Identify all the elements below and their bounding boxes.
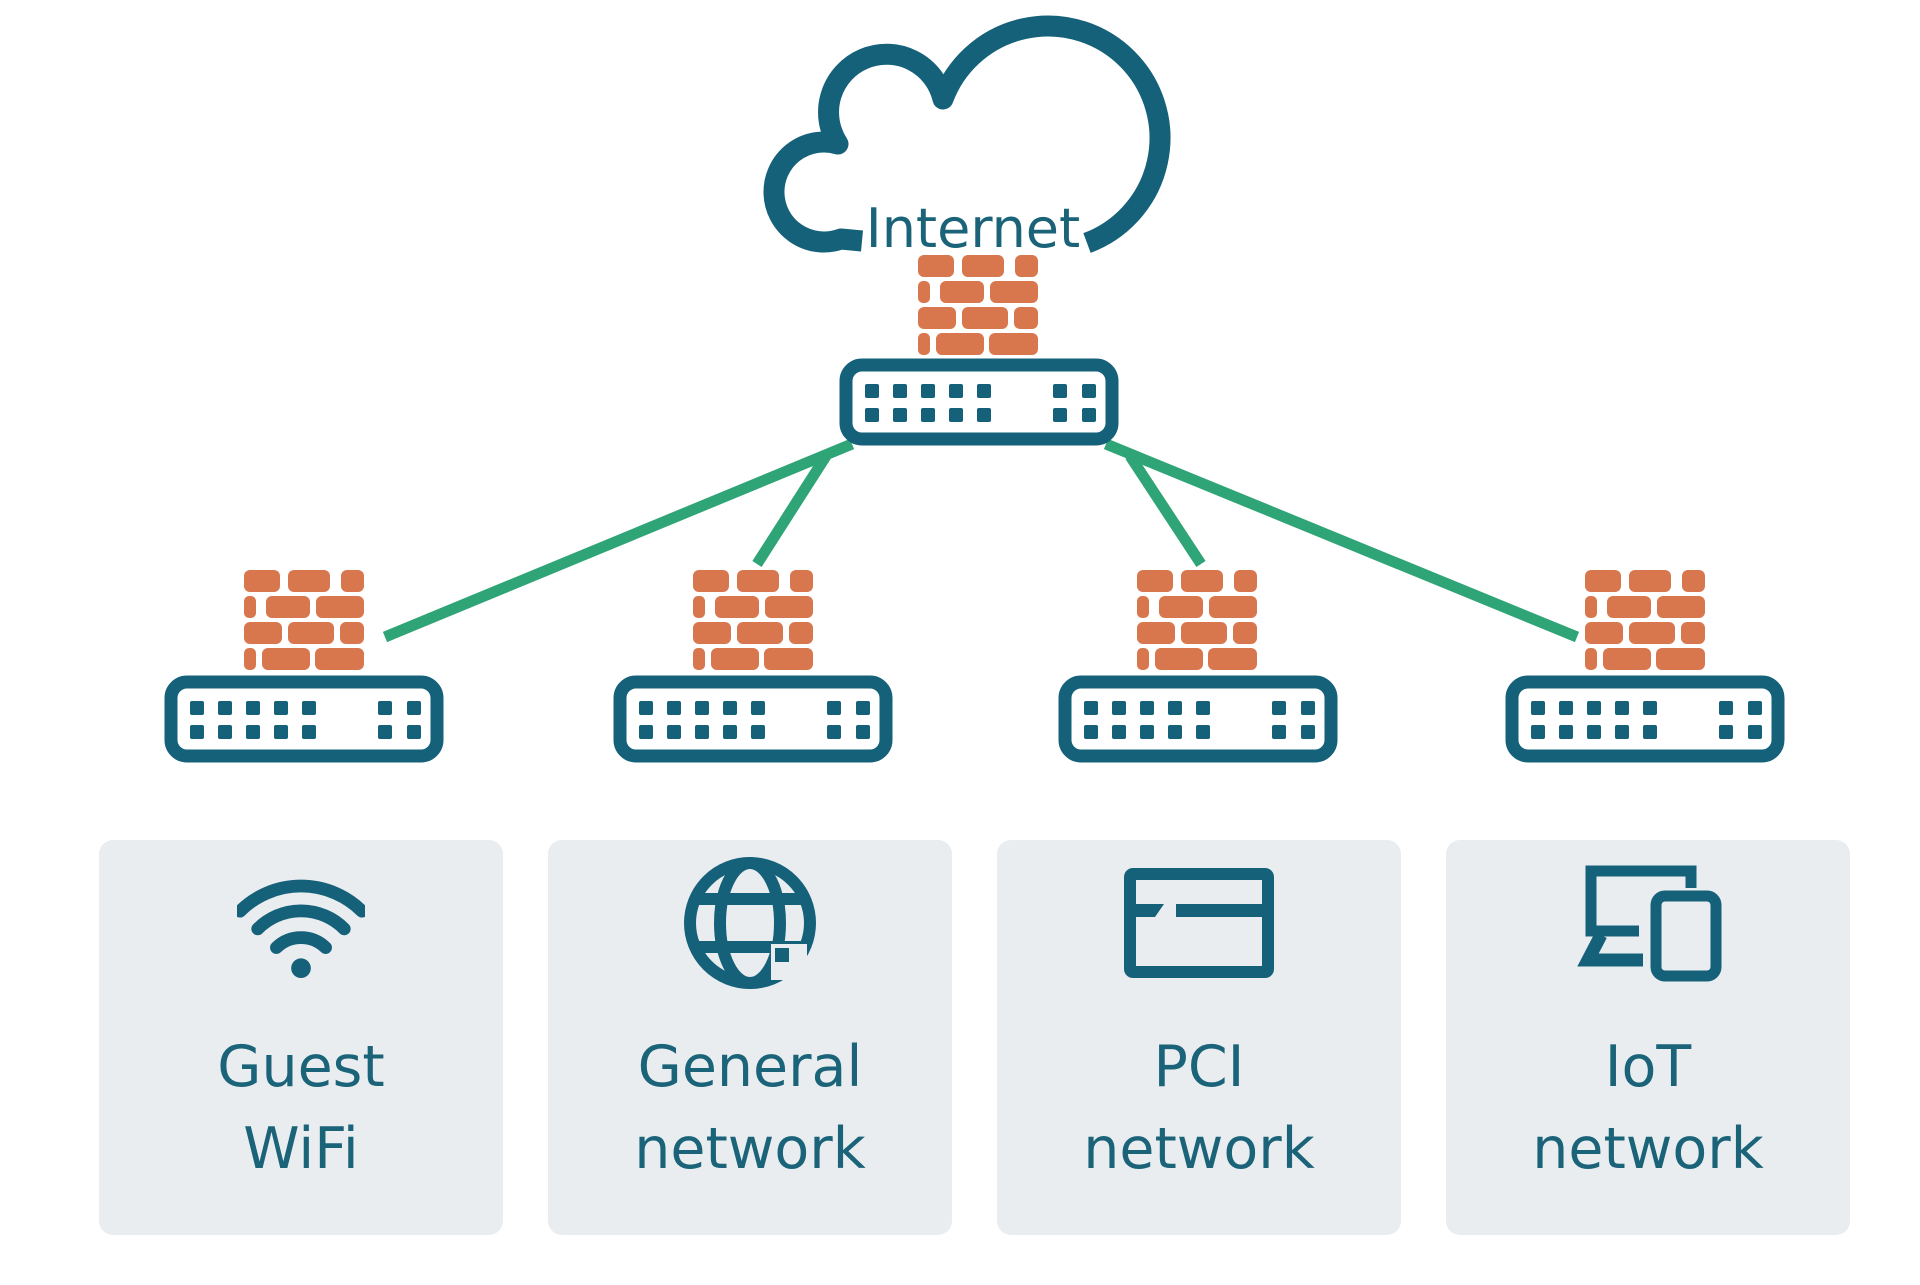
network-card-label-line2: network — [634, 1116, 866, 1182]
wifi-icon — [237, 879, 365, 979]
network-card-label: PCI network — [997, 1026, 1401, 1190]
network-card-label: General network — [548, 1026, 952, 1190]
firewall-icon-guest-wifi — [244, 570, 364, 670]
connection-line-pci-network — [1125, 452, 1206, 568]
firewall-icon-pci-network — [1137, 570, 1257, 670]
firewall-icon-iot-network — [1585, 570, 1705, 670]
network-card-label-line1: PCI — [1153, 1034, 1245, 1100]
credit-card-icon — [1124, 868, 1274, 978]
router-icon-general-network — [620, 682, 886, 756]
connection-line-general-network — [752, 453, 831, 567]
network-card-label: Guest WiFi — [99, 1026, 503, 1190]
internet-label: Internet — [866, 197, 1080, 260]
network-card-label-line2: WiFi — [243, 1116, 359, 1182]
connection-line-guest-wifi — [382, 438, 855, 643]
network-card-label-line2: network — [1532, 1116, 1764, 1182]
network-card-general-network: General network — [548, 840, 952, 1235]
router-icon-edge — [846, 365, 1112, 439]
network-card-label-line1: Guest — [217, 1034, 385, 1100]
router-icon-pci-network — [1065, 682, 1331, 756]
network-card-label: IoT network — [1446, 1026, 1850, 1190]
firewall-icon-internet — [918, 255, 1038, 355]
network-card-guest-wifi: Guest WiFi — [99, 840, 503, 1235]
network-card-iot-network: IoT network — [1446, 840, 1850, 1235]
globe-icon — [684, 857, 816, 989]
router-icon-iot-network — [1512, 682, 1778, 756]
network-card-label-line1: General — [637, 1034, 863, 1100]
internet-cloud-icon — [763, 15, 1171, 253]
connection-lines — [382, 438, 1580, 643]
network-card-label-line1: IoT — [1604, 1034, 1692, 1100]
connection-line-iot-network — [1103, 438, 1580, 643]
laptop-phone-icon — [1577, 865, 1722, 982]
network-card-label-line2: network — [1083, 1116, 1315, 1182]
network-card-pci-network: PCI network — [997, 840, 1401, 1235]
firewall-icon-general-network — [693, 570, 813, 670]
router-icon-guest-wifi — [171, 682, 437, 756]
